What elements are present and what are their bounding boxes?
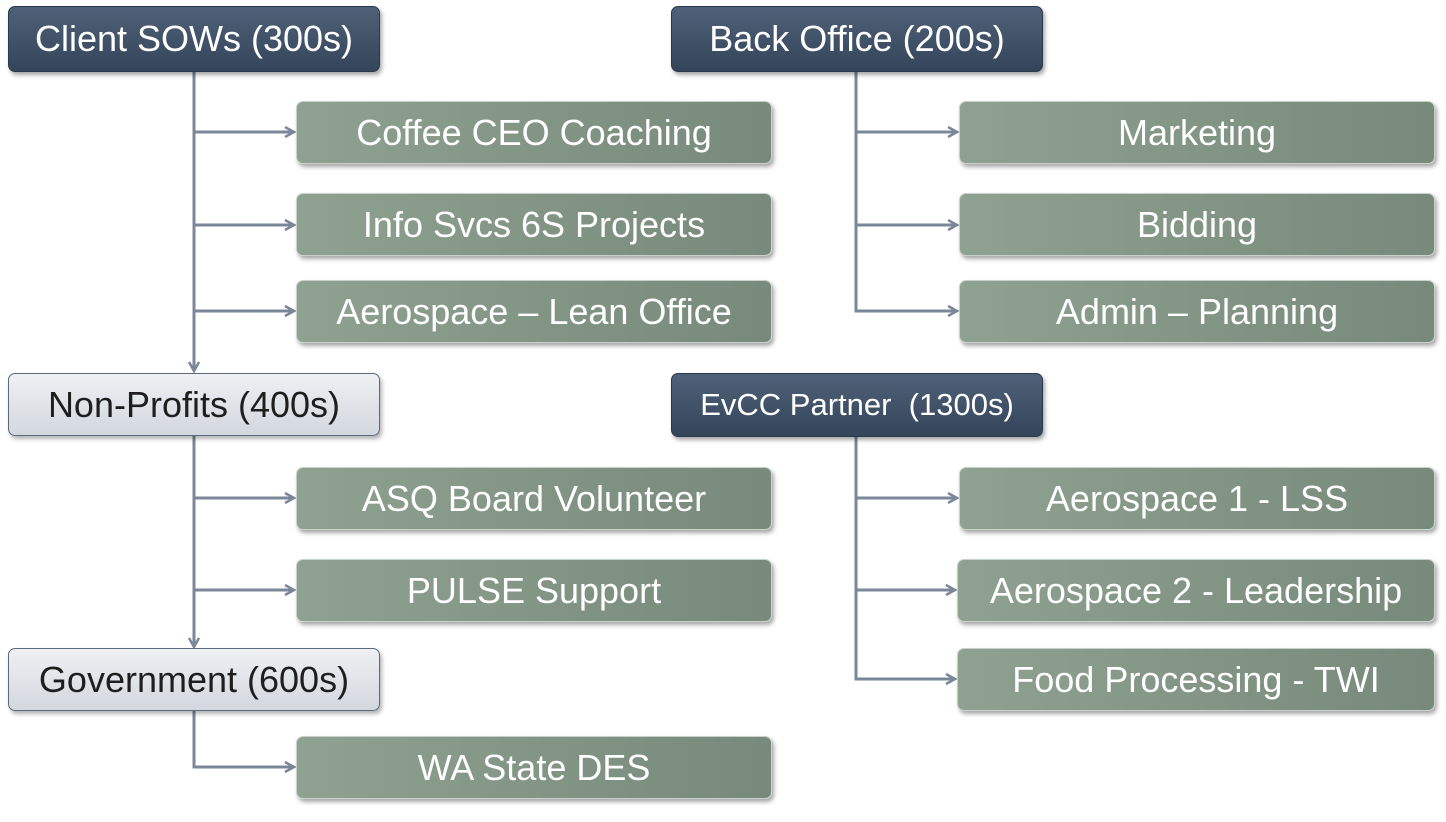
node-pulse-support: PULSE Support	[296, 559, 772, 622]
node-admin-planning: Admin – Planning	[959, 280, 1435, 343]
header-government-label: Government (600s)	[38, 658, 350, 700]
node-bidding: Bidding	[959, 193, 1435, 256]
node-aerospace-lean-office: Aerospace – Lean Office	[296, 280, 772, 343]
header-back-office: Back Office (200s)	[671, 6, 1043, 72]
branch-wa-state-des	[192, 711, 293, 767]
node-label: Aerospace 2 - Leadership	[989, 569, 1403, 611]
node-label: Food Processing - TWI	[1012, 658, 1380, 700]
node-wa-state-des: WA State DES	[296, 736, 772, 799]
branch-food-processing	[854, 437, 954, 679]
node-label: Bidding	[1136, 203, 1258, 245]
header-evcc-partner: EvCC Partner (1300s)	[671, 373, 1043, 437]
header-non-profits-label: Non-Profits (400s)	[47, 383, 341, 425]
header-client-sows: Client SOWs (300s)	[8, 6, 380, 72]
header-back-office-label: Back Office (200s)	[709, 18, 1005, 59]
node-marketing: Marketing	[959, 101, 1435, 164]
header-evcc-partner-label: EvCC Partner (1300s)	[700, 387, 1014, 422]
node-label: Aerospace 1 - LSS	[1045, 477, 1349, 519]
node-label: Info Svcs 6S Projects	[362, 203, 706, 245]
node-info-svcs-6s-projects: Info Svcs 6S Projects	[296, 193, 772, 256]
node-label: PULSE Support	[406, 569, 662, 611]
node-label: ASQ Board Volunteer	[361, 477, 707, 519]
node-aerospace-2-leadership: Aerospace 2 - Leadership	[957, 559, 1435, 622]
node-label: WA State DES	[417, 746, 651, 788]
header-client-sows-label: Client SOWs (300s)	[34, 18, 354, 59]
node-label: Aerospace – Lean Office	[336, 290, 732, 332]
header-government: Government (600s)	[8, 648, 380, 711]
node-food-processing-twi: Food Processing - TWI	[957, 648, 1435, 711]
node-label: Admin – Planning	[1055, 290, 1339, 332]
node-asq-board-volunteer: ASQ Board Volunteer	[296, 467, 772, 530]
node-aerospace-1-lss: Aerospace 1 - LSS	[959, 467, 1435, 530]
header-non-profits: Non-Profits (400s)	[8, 373, 380, 436]
node-label: Marketing	[1117, 111, 1277, 153]
node-label: Coffee CEO Coaching	[356, 111, 712, 153]
branch-admin-planning	[854, 72, 956, 311]
node-coffee-ceo-coaching: Coffee CEO Coaching	[296, 101, 772, 164]
